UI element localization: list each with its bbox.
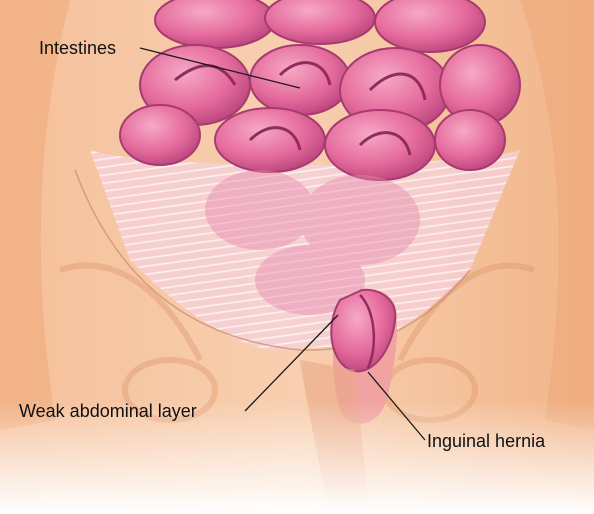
intestines [120, 0, 520, 180]
label-weak-abdominal-layer: Weak abdominal layer [19, 401, 197, 421]
label-intestines: Intestines [39, 38, 116, 58]
label-inguinal-hernia: Inguinal hernia [427, 431, 545, 451]
